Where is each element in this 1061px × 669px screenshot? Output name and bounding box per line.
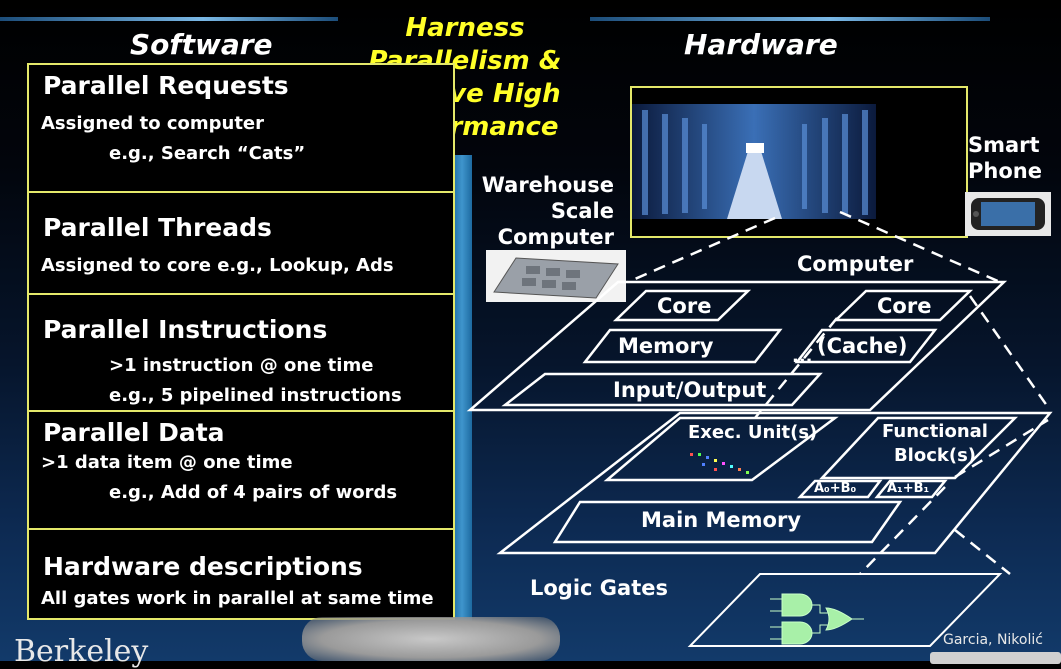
logic-gates-label: Logic Gates	[530, 576, 668, 600]
smartphone-photo	[965, 192, 1051, 236]
level-line: e.g., Search “Cats”	[109, 143, 306, 164]
io-label: Input/Output	[613, 378, 767, 402]
server-board-photo	[486, 250, 626, 302]
smart-phone-label-line: Phone	[968, 159, 1042, 183]
core-right-label: Core	[877, 294, 932, 318]
level-title: Parallel Instructions	[43, 315, 328, 344]
software-level-hardware-descriptions: Hardware descriptions All gates work in …	[27, 528, 455, 620]
cache-label: (Cache)	[817, 334, 908, 358]
software-header: Software	[130, 28, 273, 61]
warehouse-label: Warehouse Scale Computer	[480, 172, 614, 250]
a1-plus-b1-label: A₁+B₁	[887, 481, 930, 496]
level-line: Assigned to core e.g., Lookup, Ads	[41, 255, 394, 276]
a0-plus-b0-label: A₀+B₀	[814, 481, 857, 496]
warehouse-label-line: Scale	[550, 199, 614, 223]
top-line-left	[0, 17, 338, 21]
cc-license-badge	[930, 652, 1061, 664]
author-credit: Garcia, Nikolić	[943, 632, 1043, 648]
level-line: All gates work in parallel at same time	[41, 588, 434, 609]
level-title: Parallel Requests	[43, 71, 289, 100]
level-line: >1 instruction @ one time	[109, 355, 374, 376]
level-title: Parallel Threads	[43, 213, 272, 242]
hardware-header: Hardware	[684, 28, 838, 61]
level-line: e.g., 5 pipelined instructions	[109, 385, 402, 406]
computer-label: Computer	[797, 252, 914, 276]
level-title: Hardware descriptions	[43, 552, 363, 581]
main-memory-label: Main Memory	[641, 508, 802, 532]
smart-phone-label: Smart Phone	[968, 132, 1042, 184]
blurred-region	[302, 617, 560, 661]
berkeley-logo: Berkeley	[14, 634, 149, 669]
software-level-parallel-threads: Parallel Threads Assigned to core e.g., …	[27, 191, 455, 295]
software-level-parallel-data: Parallel Data >1 data item @ one time e.…	[27, 410, 455, 530]
ellipsis-label: ...	[792, 346, 813, 367]
smart-phone-label-line: Smart	[968, 133, 1040, 157]
software-level-parallel-requests: Parallel Requests Assigned to computer e…	[27, 63, 455, 193]
core-left-label: Core	[657, 294, 712, 318]
memory-label: Memory	[618, 334, 714, 358]
functional-block-label-line: Functional	[882, 421, 988, 442]
functional-block-label: Functional Block(s)	[870, 420, 1000, 468]
functional-block-label-line: Block(s)	[893, 445, 977, 466]
top-line-right	[590, 17, 990, 21]
software-level-parallel-instructions: Parallel Instructions >1 instruction @ o…	[27, 293, 455, 412]
level-line: e.g., Add of 4 pairs of words	[109, 482, 398, 503]
warehouse-label-line: Warehouse	[481, 173, 614, 197]
level-line: >1 data item @ one time	[41, 452, 293, 473]
center-title-line: Harness	[405, 13, 525, 43]
warehouse-label-line: Computer	[497, 225, 614, 249]
level-title: Parallel Data	[43, 418, 225, 447]
level-line: Assigned to computer	[41, 113, 265, 134]
datacenter-photo	[630, 86, 968, 238]
exec-units-label: Exec. Unit(s)	[688, 422, 818, 443]
center-vertical-bar	[452, 155, 472, 635]
